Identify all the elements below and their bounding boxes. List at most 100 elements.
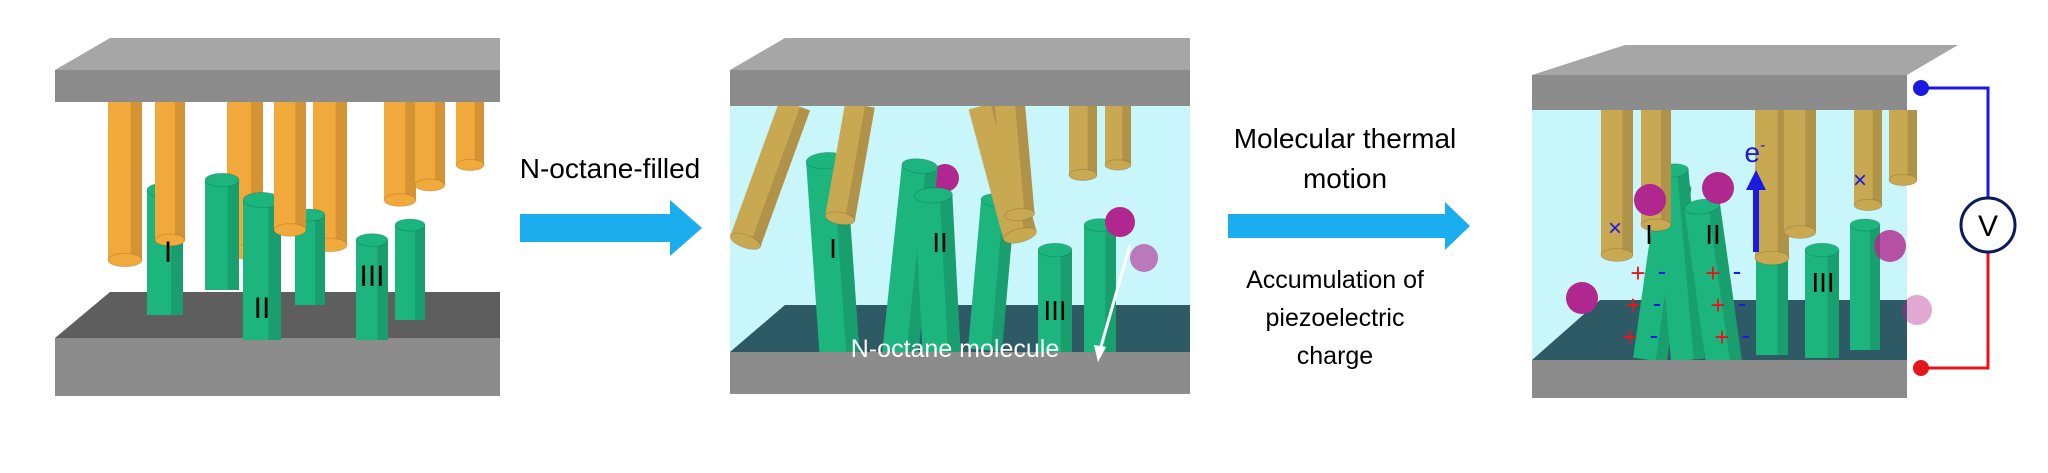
negative-charge: - [1733, 256, 1742, 286]
voltmeter-label: V [1978, 210, 1998, 243]
rod-body [155, 100, 185, 240]
rod-shade [750, 106, 811, 247]
step2-label-bottom-3: charge [1297, 342, 1373, 370]
octane-molecule [1702, 172, 1734, 204]
rod-shade [1087, 105, 1097, 175]
rod-label-2: II [932, 227, 948, 258]
bottom-plate-front [55, 338, 500, 396]
rod-shade [1777, 215, 1788, 355]
rod-cap [729, 232, 762, 250]
rod-shade [335, 100, 347, 245]
octane-molecule [1634, 184, 1666, 216]
panel-initial: I II III [55, 38, 500, 396]
rod-label-3: III [359, 260, 384, 293]
rod-shade [939, 194, 961, 360]
rod-cap [1037, 242, 1073, 258]
rod-cap [824, 211, 856, 226]
standing-nanorod [1849, 218, 1881, 350]
rod-shade [1105, 225, 1116, 352]
positive-charge: + [1622, 322, 1637, 352]
hanging-nanorod [154, 100, 186, 247]
cross-mark: × [1853, 167, 1867, 194]
octane-molecule [1874, 230, 1906, 262]
step2-label-top-2: motion [1303, 163, 1387, 194]
arrow-shaft [1228, 214, 1446, 238]
rod-cap [1683, 198, 1721, 215]
rod-shade [1805, 110, 1816, 232]
rod-shade [1870, 225, 1880, 350]
hanging-nanorod [824, 102, 875, 226]
positive-charge: + [1714, 322, 1729, 352]
rod-shade [1708, 204, 1742, 362]
positive-charge: + [1630, 258, 1645, 288]
step2-label-bottom-1: Accumulation of [1246, 266, 1424, 294]
top-electrode-terminal [1913, 80, 1929, 96]
octane-molecule [1566, 282, 1598, 314]
rod-shade [175, 100, 185, 240]
hanging-nanorod [995, 103, 1036, 222]
rod-cap [414, 178, 446, 192]
hanging-nanorod [273, 100, 307, 237]
top-plate-front [730, 70, 1190, 106]
rod-shade [1622, 110, 1633, 255]
negative-charge: - [1658, 256, 1667, 286]
hanging-nanorod [107, 100, 143, 268]
arrow-head [1445, 202, 1470, 250]
rod-body [1784, 110, 1816, 232]
rod-shade [268, 200, 281, 340]
rod-body [356, 240, 388, 340]
hanging-nanorod [1068, 105, 1098, 182]
hanging-nanorod [1104, 105, 1132, 171]
rod-cap [1754, 250, 1790, 266]
rod-body [730, 99, 811, 247]
pointer-arrowhead [1094, 345, 1106, 362]
rod-cap [901, 158, 939, 174]
top-plate-top [55, 38, 500, 70]
rod-body [1069, 105, 1097, 175]
hanging-nanorod [383, 100, 417, 207]
standing-nanorod [1804, 242, 1840, 358]
cross-mark: × [1608, 215, 1622, 242]
rod-body [108, 100, 142, 260]
rod-body [456, 100, 484, 165]
positive-charge: + [1705, 258, 1720, 288]
rod-label-2: II [1705, 219, 1721, 250]
arrow-step-1: N-octane-filled [520, 153, 702, 256]
arrow-shaft [520, 214, 670, 242]
octane-molecule [1130, 244, 1158, 272]
standing-nanorod [355, 233, 389, 340]
top-plate-top [730, 38, 1190, 70]
panel-thermal-motion: +-+-+-+-+-+-×× I II III e- V [1532, 45, 2017, 398]
negative-charge: - [1653, 288, 1662, 318]
pointer-line [1098, 244, 1132, 351]
octane-molecule [931, 164, 959, 192]
hanging-nanorod [1853, 110, 1883, 212]
rod-shade [130, 100, 142, 260]
positive-charge: + [1710, 290, 1725, 320]
rod-body [995, 103, 1035, 216]
rod-shade [1122, 105, 1131, 165]
rod-shade [435, 100, 445, 185]
hanging-nanorod [1888, 110, 1918, 187]
rod-cap [1104, 159, 1132, 171]
rod-shade [474, 100, 484, 165]
rod-cap [455, 158, 485, 172]
rod-body [1084, 225, 1116, 352]
rod-body [1601, 110, 1633, 255]
rod-shade [405, 100, 416, 200]
top-plate-top [1532, 45, 1958, 75]
bottom-electrode-terminal [1913, 360, 1929, 376]
top-plate-front [1532, 75, 1907, 110]
rod-body [395, 225, 425, 320]
standing-nanorod [394, 218, 426, 320]
rod-label-3: III [1043, 295, 1066, 326]
rod-body [384, 100, 416, 200]
rod-cap [154, 233, 186, 247]
standing-nanorod [204, 172, 240, 290]
molecule-label: N-octane molecule [851, 335, 1059, 363]
rod-cap [394, 218, 426, 232]
rod-shade [227, 180, 239, 290]
standing-nanorod [1037, 242, 1073, 360]
positive-charge: + [1625, 290, 1640, 320]
rod-label-2: II [254, 292, 271, 325]
